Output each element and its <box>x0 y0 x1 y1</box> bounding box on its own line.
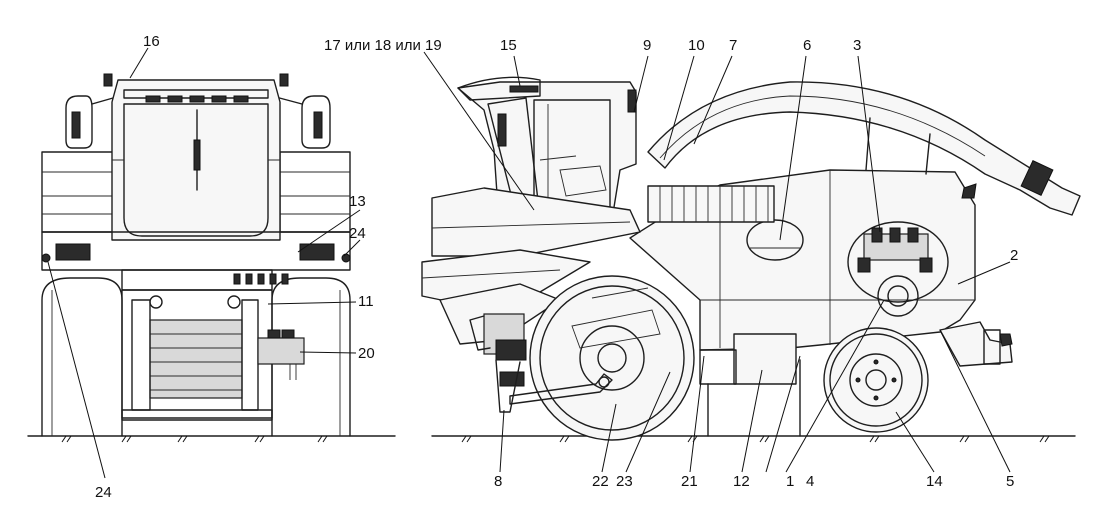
callout-6: 6 <box>803 37 811 54</box>
fuel-tank <box>733 333 797 385</box>
callout-15: 15 <box>500 37 517 54</box>
callout-3: 3 <box>853 37 861 54</box>
callout-24-lower: 24 <box>95 484 112 501</box>
side-view <box>421 76 1081 441</box>
callout-8: 8 <box>494 473 502 490</box>
front-view <box>41 73 351 437</box>
callout-23: 23 <box>616 473 633 490</box>
callout-14: 14 <box>926 473 943 490</box>
callout-24-upper: 24 <box>349 225 366 242</box>
hydraulic-block <box>257 337 305 365</box>
callout-1: 1 <box>786 473 794 490</box>
callout-2: 2 <box>1010 247 1018 264</box>
rear-wheel <box>823 327 929 433</box>
radiator-grille <box>647 185 775 223</box>
front-left-wheel <box>41 277 123 437</box>
callout-17-18-19: 17 или 18 или 19 <box>324 37 442 54</box>
feeder-housing <box>431 187 641 257</box>
feeder-drum <box>149 319 243 399</box>
callout-13: 13 <box>349 193 366 210</box>
callout-labels: 16 13 24 11 20 24 17 или 18 или 19 15 9 … <box>95 33 1018 501</box>
ground-side <box>431 435 1076 443</box>
callout-12: 12 <box>733 473 750 490</box>
callout-4: 4 <box>806 473 814 490</box>
front-right-wheel <box>271 277 351 437</box>
callout-10: 10 <box>688 37 705 54</box>
callout-9: 9 <box>643 37 651 54</box>
hitch-assembly <box>469 313 613 413</box>
callout-11: 11 <box>358 293 374 310</box>
callout-7: 7 <box>729 37 737 54</box>
callout-22: 22 <box>592 473 609 490</box>
front-drive-wheel <box>529 275 695 441</box>
callout-5: 5 <box>1006 473 1014 490</box>
ground-front <box>27 435 396 443</box>
discharge-spout <box>647 81 1081 216</box>
engine <box>847 221 949 317</box>
callout-20: 20 <box>358 345 375 362</box>
front-control-panel <box>233 273 289 285</box>
leader-lines <box>47 47 1011 479</box>
callout-21: 21 <box>681 473 698 490</box>
roof-lights <box>145 95 249 103</box>
callout-16: 16 <box>143 33 160 50</box>
